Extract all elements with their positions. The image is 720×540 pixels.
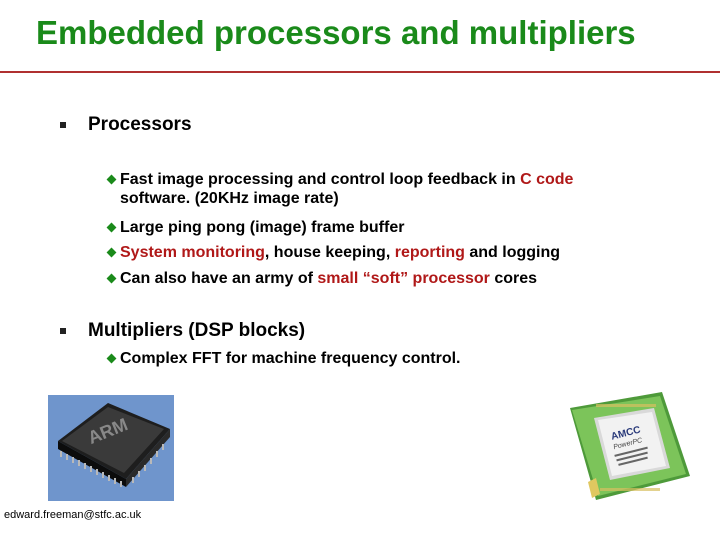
section-heading: Processors — [88, 114, 192, 135]
arm-chip-image: ARM — [48, 395, 174, 501]
item-highlight: System monitoring — [120, 244, 265, 261]
arm-chip-graphic: ARM — [48, 395, 174, 501]
diamond-bullet-icon — [106, 222, 117, 233]
diamond-bullet-icon — [106, 353, 117, 364]
item-highlight: reporting — [394, 244, 465, 261]
square-bullet-icon — [60, 328, 66, 334]
diamond-bullet-icon — [106, 247, 117, 258]
item-highlight: C code — [520, 171, 574, 188]
title-divider — [0, 71, 720, 73]
powerpc-chip-graphic: AMCC PowerPC — [570, 392, 690, 500]
powerpc-chip-image: AMCC PowerPC — [566, 390, 694, 502]
footer-email: edward.freeman@stfc.ac.uk — [4, 509, 142, 521]
item-text: cores — [489, 270, 538, 287]
item-text: Large ping pong (image) frame buffer — [120, 219, 405, 236]
square-bullet-icon — [60, 122, 66, 128]
item-highlight: small “soft” processor — [317, 270, 490, 287]
item-text: Fast image processing and control loop f… — [120, 171, 521, 188]
item-text: and logging — [464, 244, 561, 261]
item-text: , house keeping, — [264, 244, 395, 261]
slide-title: Embedded processors and multipliers — [36, 14, 636, 51]
item-text: Complex FFT for machine frequency contro… — [120, 350, 461, 367]
diamond-bullet-icon — [106, 273, 117, 284]
section-heading: Multipliers (DSP blocks) — [88, 320, 306, 341]
item-text-line2: software. (20KHz image rate) — [120, 190, 339, 207]
diamond-bullet-icon — [106, 174, 117, 185]
item-text: Can also have an army of — [120, 270, 318, 287]
